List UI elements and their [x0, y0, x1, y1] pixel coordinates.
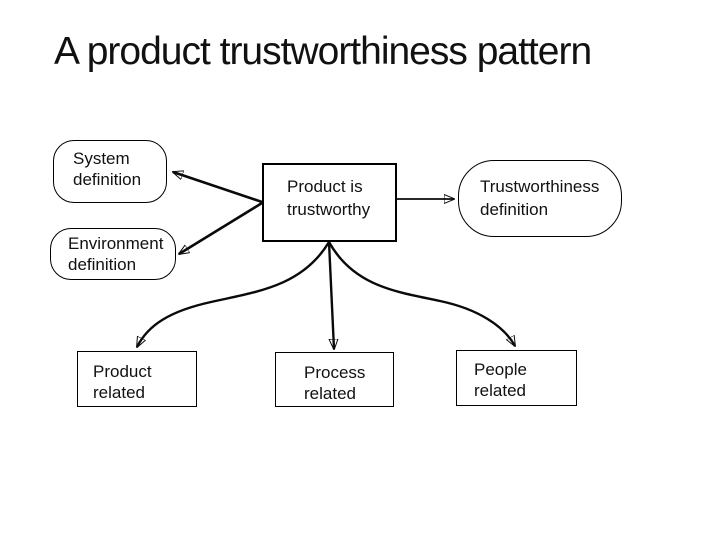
node-product-related: Product related [77, 351, 197, 407]
node-process-related: Process related [275, 352, 394, 407]
node-people-related: People related [456, 350, 577, 406]
node-environment-definition: Environment definition [50, 228, 176, 280]
node-system-definition: System definition [53, 140, 167, 203]
node-trustworthiness-definition: Trustworthiness definition [458, 160, 622, 237]
edge-context-system [173, 172, 263, 204]
edge-supportedby-product [135, 241, 331, 347]
edge-supportedby-process [327, 241, 334, 349]
edge-context-environment [179, 201, 263, 254]
slide-title: A product trustworthiness pattern [54, 30, 592, 73]
edge-supportedby-people [327, 241, 515, 346]
node-product-is-trustworthy: Product is trustworthy [262, 163, 397, 242]
